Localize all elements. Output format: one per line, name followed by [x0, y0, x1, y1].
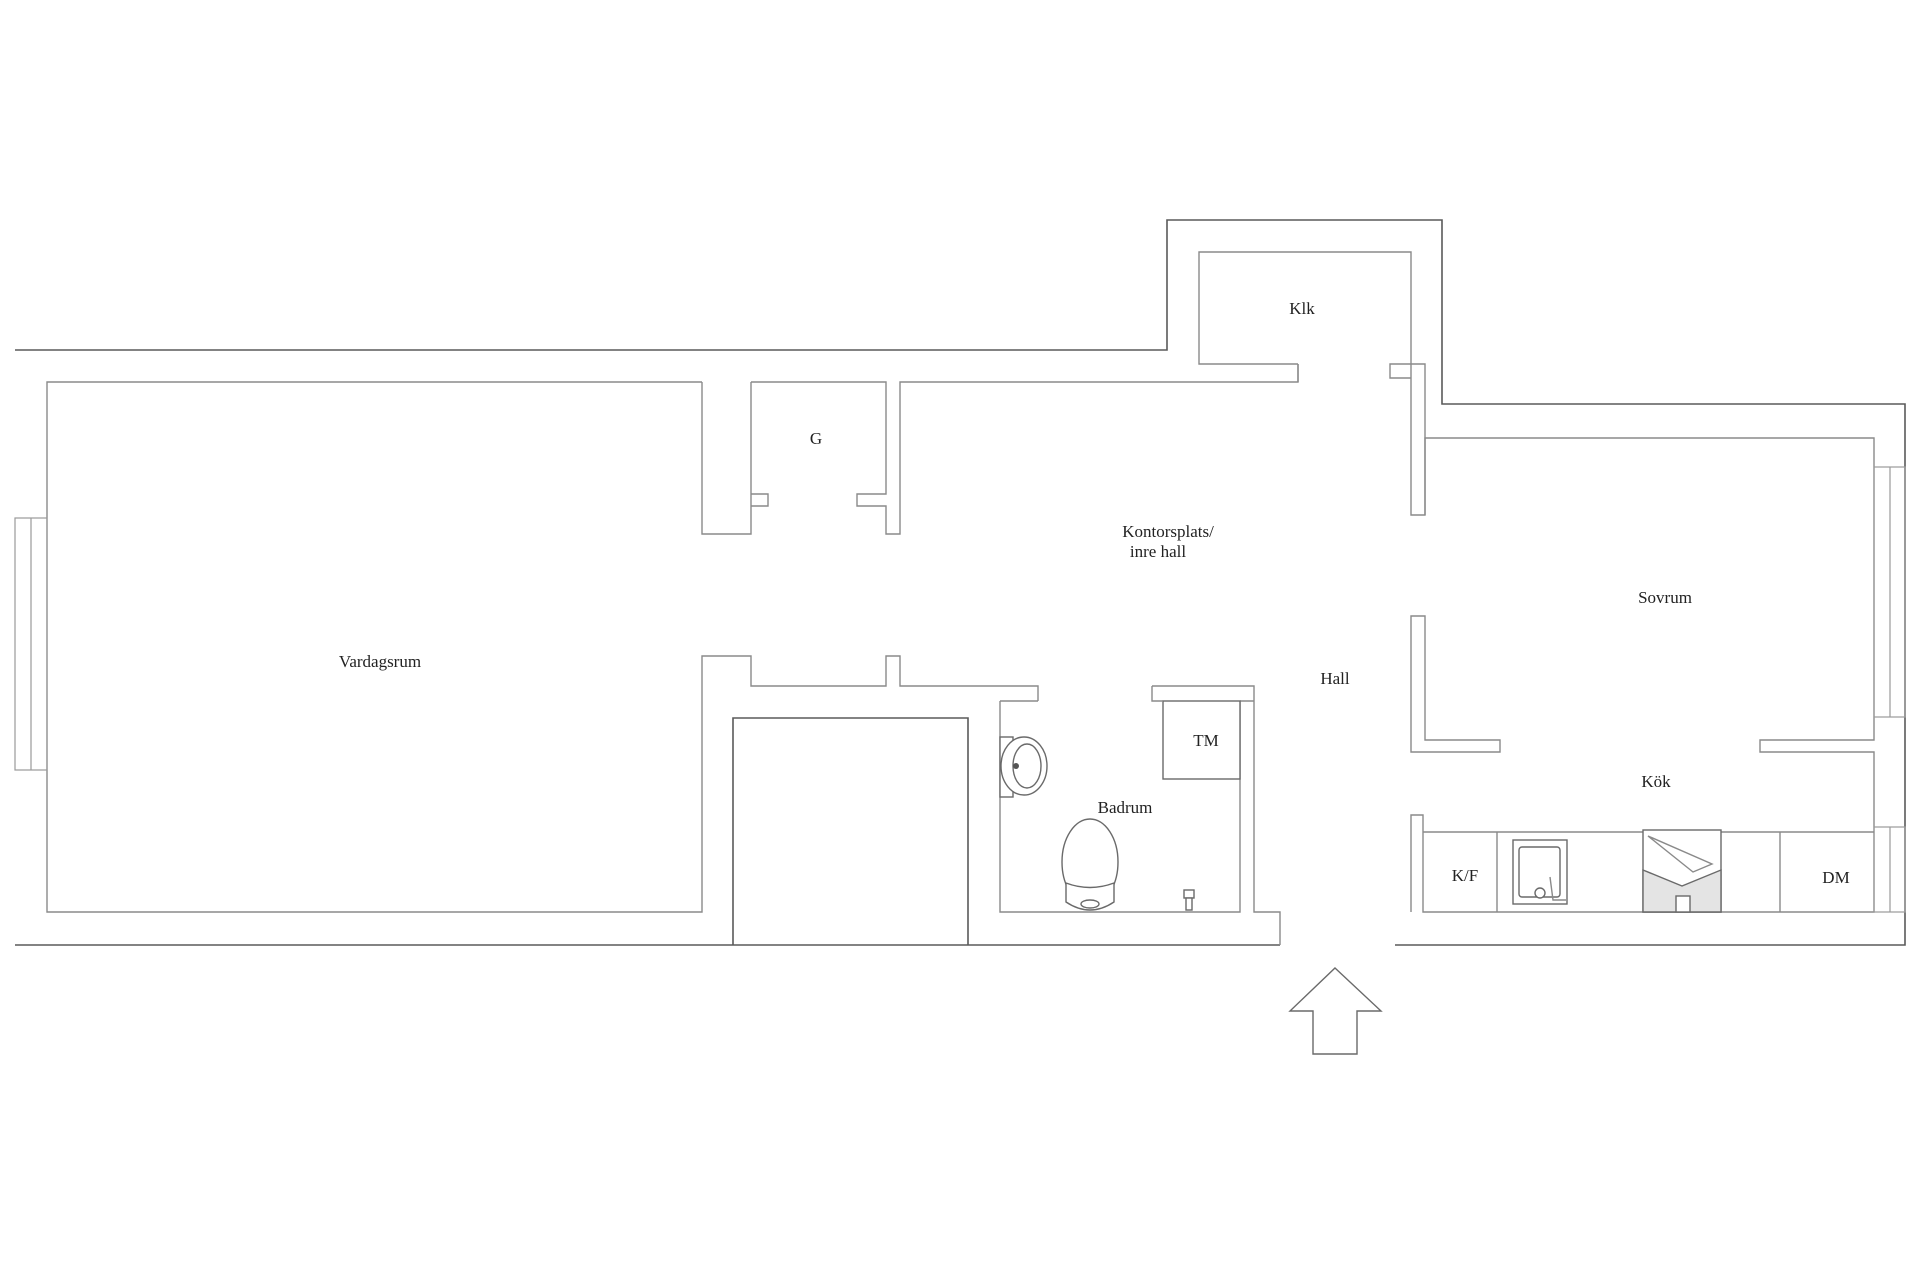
- room-label-tm: TM: [1193, 731, 1219, 750]
- vardagsrum-wall: [46, 381, 1039, 913]
- toilet-icon: [1061, 818, 1119, 911]
- room-label-kf: K/F: [1452, 866, 1478, 885]
- room-label-kontorsplats-line2: inre hall: [1130, 542, 1186, 561]
- room-label-g: G: [810, 429, 822, 448]
- entrance-arrow-icon: [1288, 967, 1383, 1055]
- room-label-sovrum: Sovrum: [1638, 588, 1692, 607]
- room-label-dm: DM: [1822, 868, 1849, 887]
- room-label-vardagsrum: Vardagsrum: [339, 652, 421, 671]
- room-label-kok: Kök: [1641, 772, 1671, 791]
- room-label-badrum: Badrum: [1098, 798, 1153, 817]
- sovrum-wall: [1410, 437, 1875, 913]
- tm-cabinet: [1162, 700, 1241, 780]
- stove-icon: [1642, 829, 1722, 913]
- room-label-kontorsplats-line1: Kontorsplats/: [1122, 522, 1214, 541]
- sink-icon: [999, 736, 1048, 798]
- outer-wall: [15, 219, 1906, 946]
- kitchen-sink-icon: [1512, 839, 1568, 905]
- g-closet: [751, 364, 1299, 535]
- badrum-right-wall: [1152, 685, 1281, 945]
- floor-drain-icon: [1183, 889, 1195, 911]
- sovrum-divider: [1410, 615, 1501, 753]
- room-label-hall: Hall: [1320, 669, 1350, 688]
- vardagsrum-upper-wall: [701, 382, 752, 535]
- room-label-klk: Klk: [1289, 299, 1315, 318]
- badrum-wall: [999, 700, 1241, 913]
- klk-closet: [1198, 251, 1426, 516]
